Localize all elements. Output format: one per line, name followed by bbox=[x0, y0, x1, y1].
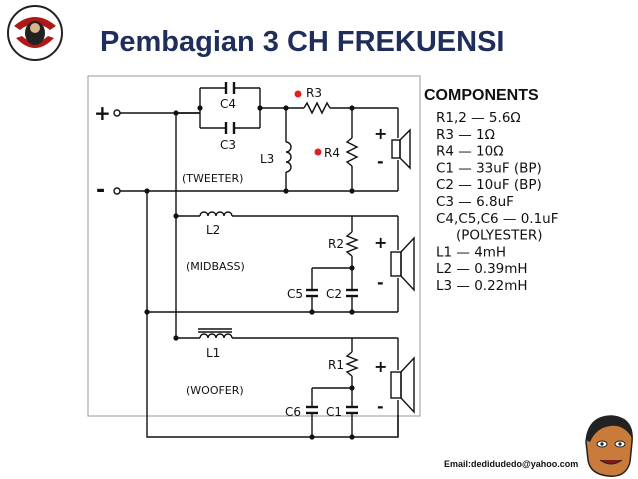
component-spec-line: C3 — 6.8uF bbox=[436, 194, 514, 210]
author-avatar bbox=[585, 415, 633, 477]
component-spec-line: C4,C5,C6 — 0.1uF bbox=[436, 211, 559, 227]
logo-emblem bbox=[7, 5, 63, 61]
c1-label: C1 bbox=[326, 405, 342, 419]
tweeter-minus: - bbox=[377, 152, 384, 171]
contact-email: Email:dedidudedo@yahoo.com bbox=[444, 459, 579, 469]
tweeter-plus: + bbox=[374, 124, 387, 143]
c3-label: C3 bbox=[220, 138, 236, 152]
midbass-label: (MIDBASS) bbox=[186, 260, 245, 273]
component-spec-line: C1 — 33uF (BP) bbox=[436, 160, 542, 176]
tweeter-label: (TWEETER) bbox=[182, 172, 243, 185]
woofer-plus: + bbox=[374, 357, 387, 376]
component-spec-line: C2 — 10uF (BP) bbox=[436, 177, 542, 193]
l2-label: L2 bbox=[206, 223, 220, 237]
r2-label: R2 bbox=[328, 237, 344, 251]
c4-label: C4 bbox=[220, 97, 236, 111]
plus-terminal-label: + bbox=[94, 101, 111, 125]
r3-label: R3 bbox=[306, 86, 322, 100]
component-spec-line: L1 — 4mH bbox=[436, 244, 506, 260]
r4-highlight-dot bbox=[314, 148, 322, 156]
l3-label: L3 bbox=[260, 152, 274, 166]
l1-label: L1 bbox=[206, 346, 220, 360]
minus-terminal-label: - bbox=[96, 178, 105, 203]
component-spec-line: R3 — 1Ω bbox=[436, 127, 495, 143]
slide-title: Pembagian 3 CH FREKUENSI bbox=[100, 26, 505, 58]
c2-label: C2 bbox=[326, 287, 342, 301]
c6-label: C6 bbox=[285, 405, 301, 419]
component-spec-line: R1,2 — 5.6Ω bbox=[436, 110, 521, 126]
woofer-minus: - bbox=[377, 397, 384, 416]
r3-highlight-dot bbox=[294, 90, 302, 98]
component-spec-line: L2 — 0.39mH bbox=[436, 261, 528, 277]
component-spec-line: (POLYESTER) bbox=[456, 228, 543, 244]
r4-label: R4 bbox=[324, 146, 340, 160]
component-spec-line: R4 — 10Ω bbox=[436, 144, 504, 160]
midbass-plus: + bbox=[374, 233, 387, 252]
component-spec-line: L3 — 0.22mH bbox=[436, 278, 528, 294]
r1-label: R1 bbox=[328, 358, 344, 372]
midbass-minus: - bbox=[377, 273, 384, 292]
woofer-label: (WOOFER) bbox=[186, 384, 244, 397]
c5-label: C5 bbox=[287, 287, 303, 301]
components-title: COMPONENTS bbox=[424, 87, 539, 104]
